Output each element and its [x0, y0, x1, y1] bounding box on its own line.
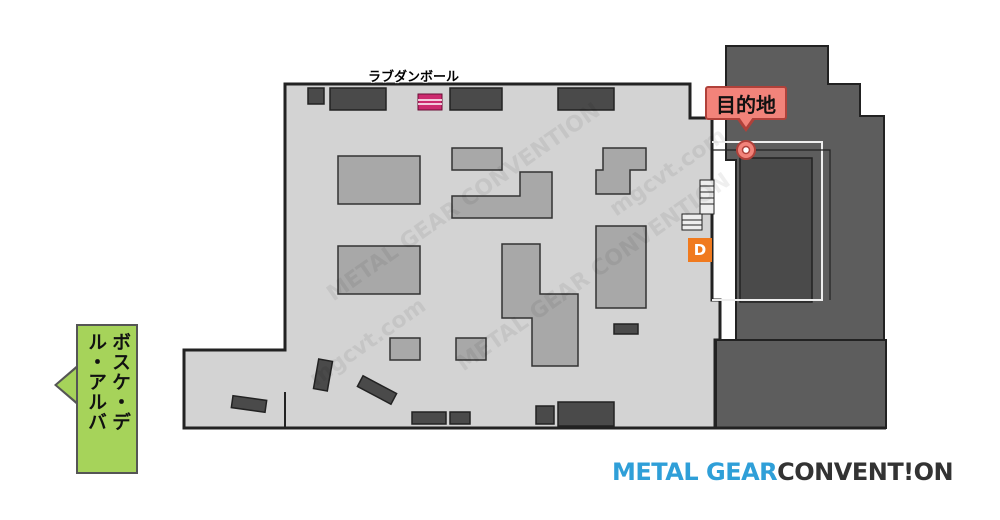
obstacle-block — [337, 245, 421, 295]
obstacle-block — [501, 243, 579, 367]
crate — [535, 405, 555, 425]
crate — [230, 394, 268, 414]
brand-part1: METAL GEAR — [612, 458, 778, 486]
arrow-left-icon-fill — [57, 369, 76, 401]
crate — [356, 374, 398, 406]
exit-sign: ボスケ・デル・アルバ — [76, 324, 138, 474]
obstacle-block — [451, 147, 503, 171]
crate — [307, 87, 325, 105]
destination-pointer-fill — [739, 117, 753, 127]
entrance-marker: D — [688, 238, 712, 262]
obstacles — [337, 147, 647, 367]
inner-walls — [184, 392, 886, 430]
crate — [557, 87, 615, 111]
stairs — [681, 179, 715, 231]
crate — [449, 411, 471, 425]
obstacle-block — [595, 225, 647, 309]
obstacle-block — [595, 147, 647, 195]
area-label: ラブダンボール — [368, 70, 460, 85]
brand-logo: METAL GEARCONVENT!ON — [612, 458, 954, 486]
cardboard-box-icon — [417, 93, 443, 111]
exit-sign-label: ボスケ・デル・アルバ — [85, 332, 131, 432]
obstacle-block — [389, 337, 421, 361]
crates — [230, 87, 639, 427]
crate — [613, 323, 639, 335]
destination-label: 目的地 — [705, 86, 787, 120]
crate — [557, 401, 615, 427]
crate — [312, 358, 334, 392]
crate — [411, 411, 447, 425]
obstacle-block — [337, 155, 421, 205]
crate — [329, 87, 387, 111]
target-ring-icon — [736, 140, 756, 160]
obstacle-block — [455, 337, 487, 361]
brand-part2: CONVENT!ON — [777, 458, 954, 486]
obstacle-block — [451, 171, 553, 219]
crate — [449, 87, 503, 111]
